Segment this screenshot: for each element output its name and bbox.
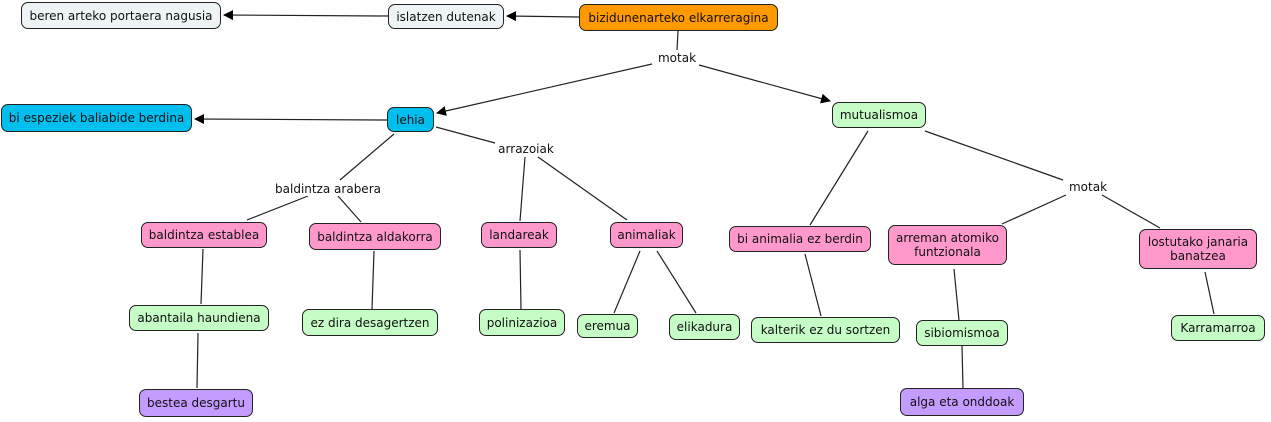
- concept-polinizazioa[interactable]: polinizazioa: [479, 309, 565, 336]
- concept-baldintza-aldakorra[interactable]: baldintza aldakorra: [309, 223, 441, 250]
- concept-ez-dira-desagertzen[interactable]: ez dira desagertzen: [302, 309, 438, 336]
- edge-landareak-polinizazioa: [519, 249, 522, 310]
- edge-animaliak-eremua: [613, 250, 641, 314]
- concept-elikadura[interactable]: elikadura: [669, 314, 740, 340]
- edge-islatzen-beren: [223, 10, 389, 21]
- concept-abantaila-haundiena[interactable]: abantaila haundiena: [129, 305, 269, 331]
- concept-animaliak[interactable]: animaliak: [610, 222, 683, 248]
- concept-lostutako-janaria[interactable]: lostutako janaria banatzea: [1139, 229, 1257, 269]
- concept-eremua[interactable]: eremua: [577, 314, 638, 338]
- edge-lostutako-karramarroa: [1204, 271, 1215, 315]
- edge-sibiomismoa-alga: [961, 345, 964, 389]
- concept-bi-animalia[interactable]: bi animalia ez berdin: [729, 226, 871, 252]
- concept-arreman-atomiko[interactable]: arreman atomiko funtzionala: [888, 225, 1007, 265]
- concept-sibiomismoa[interactable]: sibiomismoa: [916, 320, 1008, 346]
- edge-arrazoiak-landareak: [519, 156, 526, 222]
- edge-root-islatzen: [506, 11, 580, 22]
- link-label-arrazoiak: arrazoiak: [496, 142, 556, 156]
- concept-karramarroa[interactable]: Karramarroa: [1171, 315, 1265, 341]
- edge-motak2-lostutako: [1101, 194, 1161, 229]
- edge-motak2-arreman: [1001, 194, 1067, 225]
- concept-landareak[interactable]: landareak: [481, 222, 557, 248]
- concept-kalterik-ez[interactable]: kalterik ez du sortzen: [751, 317, 900, 343]
- edge-bianimalia-kalterik: [804, 253, 822, 317]
- edge-establea-abantaila: [200, 248, 204, 305]
- link-label-motak-mutualismoa: motak: [1066, 180, 1110, 194]
- concept-alga-eta-onddoak[interactable]: alga eta onddoak: [900, 388, 1024, 416]
- edge-baldintza-aldakorra: [337, 195, 362, 223]
- edge-abantaila-bestea: [196, 332, 199, 389]
- edge-animaliak-elikadura: [656, 250, 697, 314]
- link-label-baldintza-arabera: baldintza arabera: [273, 182, 383, 196]
- edge-motak-lehia: [436, 63, 653, 116]
- edge-lehia-arrazoiak: [435, 126, 496, 144]
- edge-lehia-biespeziek: [194, 114, 388, 125]
- concept-beren-arteko[interactable]: beren arteko portaera nagusia: [21, 2, 221, 29]
- edge-aldakorra-ezdira: [371, 250, 375, 310]
- edge-baldintza-establea: [246, 195, 309, 221]
- concept-bi-espeziek[interactable]: bi espeziek baliabide berdina: [1, 104, 192, 132]
- edge-arrazoiak-animaliak: [537, 156, 628, 221]
- edge-mutualismoa-bianimalia: [809, 130, 869, 226]
- edge-root-motak: [676, 30, 679, 51]
- concept-mutualismoa[interactable]: mutualismoa: [832, 102, 926, 128]
- edge-motak-mutualismoa: [698, 64, 831, 104]
- concept-lehia[interactable]: lehia: [387, 107, 434, 132]
- concept-bestea-desgartu[interactable]: bestea desgartu: [139, 389, 253, 417]
- edge-arreman-sibiomismoa: [953, 268, 960, 321]
- link-label-motak: motak: [655, 51, 699, 65]
- edge-mutualismoa-motak2: [924, 130, 1064, 181]
- concept-islatzen-dutenak[interactable]: islatzen dutenak: [388, 4, 504, 29]
- edge-lehia-baldintza: [339, 133, 395, 181]
- concept-root[interactable]: bizidunenarteko elkarreragina: [579, 4, 778, 31]
- concept-baldintza-establea[interactable]: baldintza establea: [141, 222, 267, 248]
